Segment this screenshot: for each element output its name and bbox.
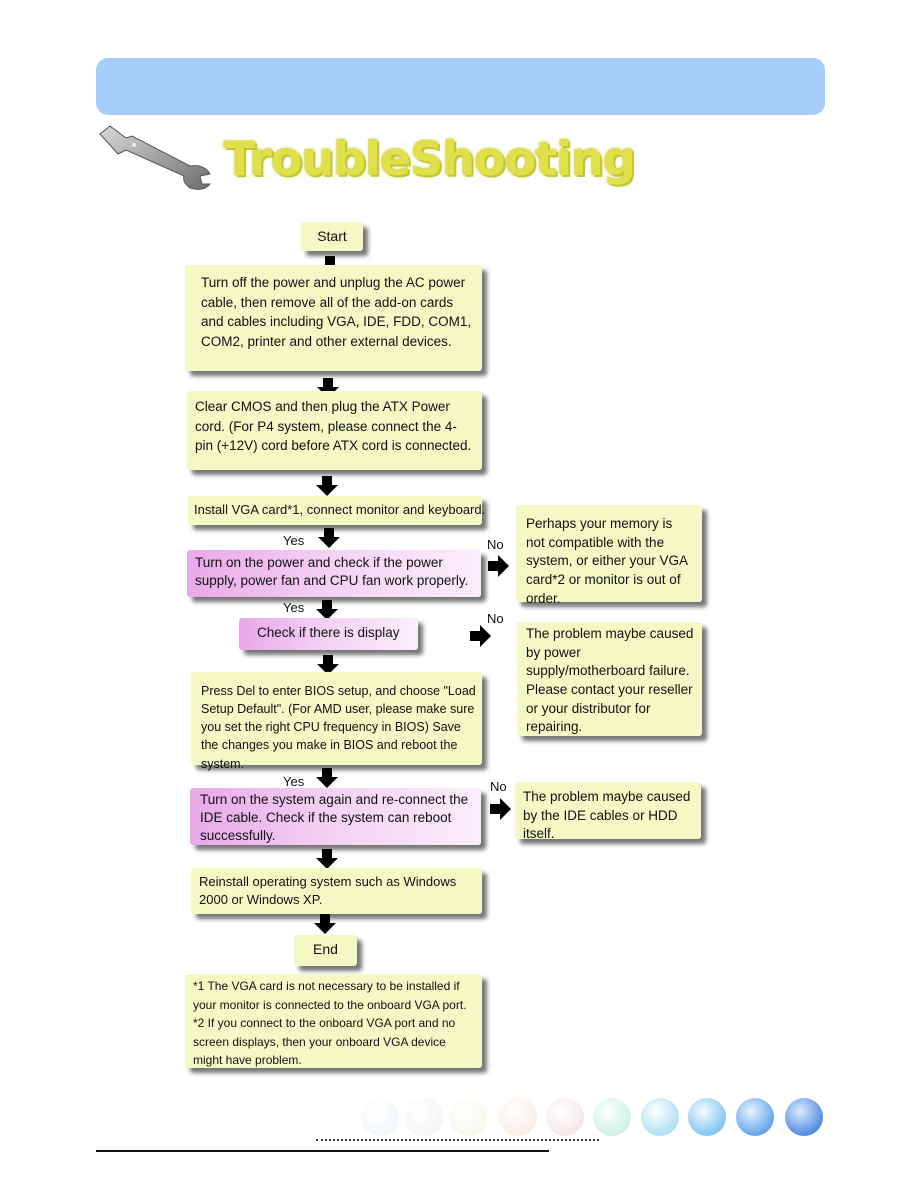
end-terminal: End [294,935,357,966]
decor-circle [546,1098,584,1136]
decor-circle [785,1098,823,1136]
step-reinstall-os-text: Reinstall operating system such as Windo… [199,874,457,907]
step-reconnect-ide: Turn on the system again and re-connect … [190,788,481,845]
side-memory-issue: Perhaps your memory is not compatible wi… [516,505,702,606]
start-terminal: Start [301,222,363,251]
start-label: Start [317,228,347,244]
decor-circle [361,1098,399,1136]
step-check-display-text: Check if there is display [257,625,400,640]
step-reinstall-os: Reinstall operating system such as Windo… [191,868,482,914]
header-bar [96,58,825,115]
decor-circle [641,1098,679,1136]
footnotes-box: *1 The VGA card is not necessary to be i… [185,974,482,1068]
end-label: End [313,941,338,957]
decor-circle [499,1098,537,1136]
footer-line [96,1150,549,1152]
step-bios-setup-text: Press Del to enter BIOS setup, and choos… [201,684,476,771]
step-bios-setup: Press Del to enter BIOS setup, and choos… [191,672,482,771]
footnote-2: *2 If you connect to the onboard VGA por… [193,1016,456,1068]
decor-circle [688,1098,726,1136]
decor-circle [593,1098,631,1136]
step-install-vga: Install VGA card*1, connect monitor and … [188,496,486,525]
no-label: No [490,779,507,794]
step-clear-cmos: Clear CMOS and then plug the ATX Power c… [187,391,482,470]
step-power-check: Turn on the power and check if the power… [187,550,481,597]
side-memory-issue-text: Perhaps your memory is not compatible wi… [526,516,688,606]
page-title: TroubleShooting [224,132,636,186]
side-ide-issue-text: The problem maybe caused by the IDE cabl… [523,789,691,842]
no-label: No [487,611,504,626]
step-power-off: Turn off the power and unplug the AC pow… [185,265,482,371]
yes-label: Yes [283,600,305,615]
step-power-check-text: Turn on the power and check if the power… [195,555,469,589]
yes-label: Yes [283,774,305,789]
side-ide-issue: The problem maybe caused by the IDE cabl… [515,782,701,842]
footnote-1: *1 The VGA card is not necessary to be i… [193,979,467,1012]
side-power-failure: The problem maybe caused by power supply… [517,622,702,736]
step-clear-cmos-text: Clear CMOS and then plug the ATX Power c… [195,399,472,454]
yes-label: Yes [283,533,305,548]
decor-circle [449,1098,487,1136]
footer-dotted-line [316,1139,599,1141]
decor-circle [405,1098,443,1136]
no-label: No [487,537,504,552]
step-install-vga-text: Install VGA card*1, connect monitor and … [194,502,486,517]
step-check-display: Check if there is display [239,618,418,650]
step-power-off-text: Turn off the power and unplug the AC pow… [201,275,472,349]
decor-circle [736,1098,774,1136]
wrench-icon [99,125,212,190]
side-power-failure-text: The problem maybe caused by power supply… [526,626,694,735]
step-reconnect-ide-text: Turn on the system again and re-connect … [200,792,469,844]
